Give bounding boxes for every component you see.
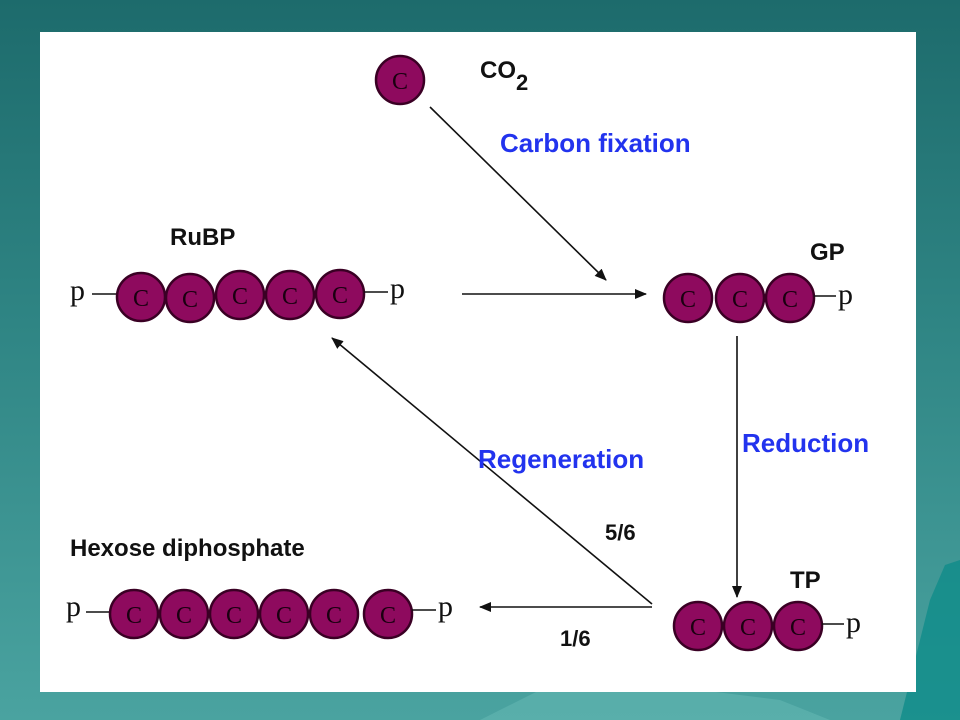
carbon-atom-label: C	[790, 615, 806, 641]
carbon-atom	[772, 600, 824, 652]
phosphate-label: p	[438, 590, 453, 623]
regeneration-fraction: 5/6	[605, 520, 636, 545]
regeneration-label: Regeneration	[478, 444, 644, 474]
carbon-atom-label: C	[740, 615, 756, 641]
co2-label: CO2	[480, 57, 528, 95]
carbon-atom-label: C	[392, 69, 408, 95]
carbon-atom	[662, 272, 714, 324]
carbon-atom-label: C	[126, 603, 142, 629]
carbon-atom	[158, 588, 210, 640]
gp-molecule: C C C p	[662, 272, 853, 324]
carbon-atom	[214, 269, 266, 321]
carbon-atom-label: C	[232, 284, 248, 310]
carbon-atom-label: C	[282, 284, 298, 310]
carbon-atom	[108, 588, 160, 640]
phosphate-label: p	[390, 272, 405, 305]
carbon-atom-label: C	[276, 603, 292, 629]
regeneration-arrow	[331, 337, 653, 605]
carbon-atom	[264, 269, 316, 321]
carbon-atom	[374, 54, 426, 106]
carbon-atom-label: C	[133, 286, 149, 312]
carbon-atom	[362, 588, 414, 640]
phosphate-label: p	[838, 278, 853, 311]
carbon-atom	[764, 272, 816, 324]
carbon-atom-label: C	[782, 287, 798, 313]
carbon-atom	[314, 268, 366, 320]
carbon-atom	[722, 600, 774, 652]
phosphate-label: p	[70, 274, 85, 307]
carbon-atom-label: C	[380, 603, 396, 629]
tp-molecule: C C C p	[672, 600, 861, 652]
carbon-atom	[672, 600, 724, 652]
carbon-atom	[164, 272, 216, 324]
carbon-atom	[258, 588, 310, 640]
phosphate-label: p	[846, 606, 861, 639]
carbon-atom-label: C	[680, 287, 696, 313]
calvin-cycle-diagram: C CO2 Carbon fixation RuBP p C C C C C p…	[66, 54, 869, 652]
phosphate-label: p	[66, 590, 81, 623]
rubp-molecule: p C C C C C p	[70, 268, 405, 324]
carbon-atom-label: C	[332, 283, 348, 309]
carbon-fixation-arrow	[429, 106, 607, 281]
tp-label: TP	[790, 567, 821, 594]
carbon-atom-label: C	[690, 615, 706, 641]
carbon-atom	[714, 272, 766, 324]
carbon-fixation-label: Carbon fixation	[500, 128, 691, 158]
carbon-atom	[308, 588, 360, 640]
carbon-atom-label: C	[326, 603, 342, 629]
carbon-atom	[208, 588, 260, 640]
carbon-atom-label: C	[226, 603, 242, 629]
gp-label: GP	[810, 239, 845, 266]
carbon-atom-label: C	[732, 287, 748, 313]
co2-molecule: C	[374, 54, 426, 106]
rubp-label: RuBP	[170, 224, 235, 251]
diagram-panel: C CO2 Carbon fixation RuBP p C C C C C p…	[40, 32, 916, 692]
carbon-atom-label: C	[176, 603, 192, 629]
hexose-molecule: p C C C C C C p	[66, 588, 453, 640]
carbon-atom-label: C	[182, 287, 198, 313]
reduction-label: Reduction	[742, 428, 869, 458]
hexose-fraction: 1/6	[560, 626, 591, 651]
hexose-label: Hexose diphosphate	[70, 535, 305, 562]
